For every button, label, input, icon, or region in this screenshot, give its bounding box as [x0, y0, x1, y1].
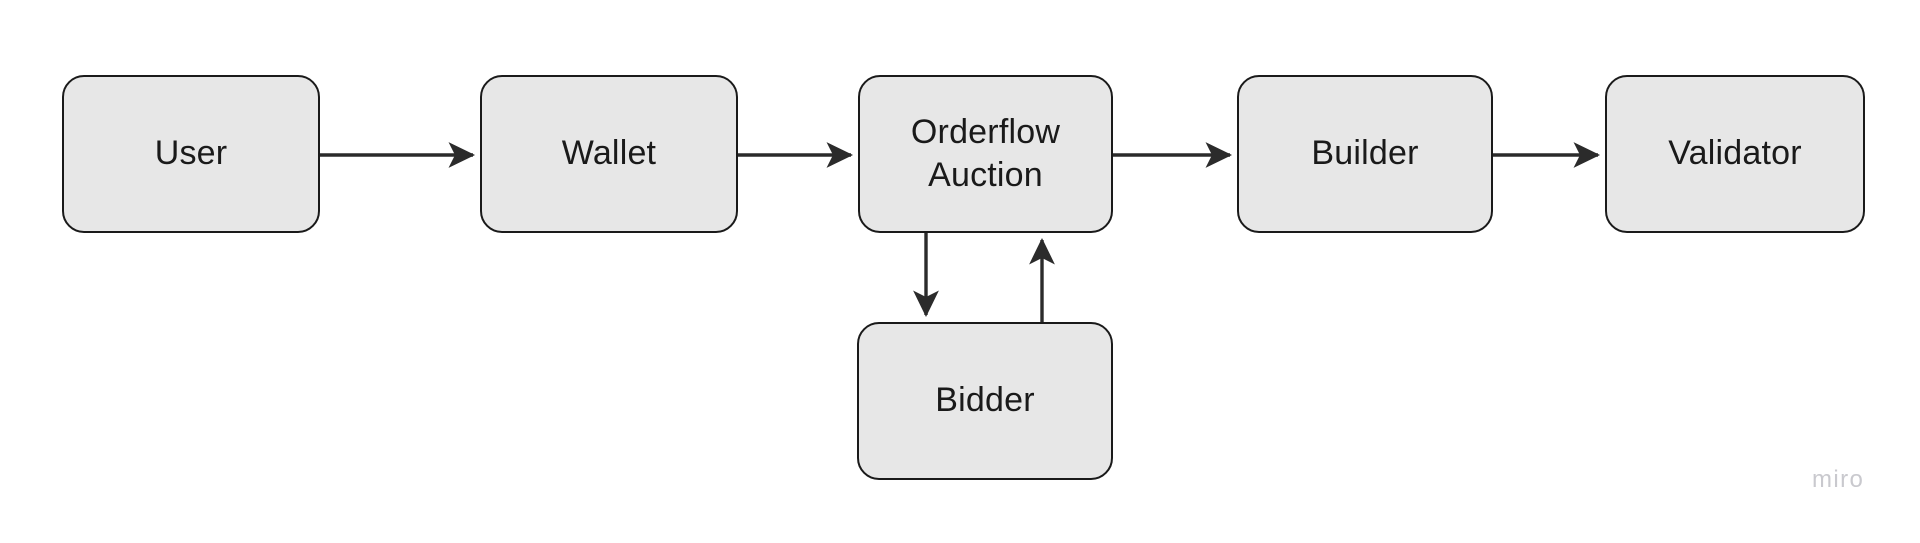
- node-orderflow-auction-label: Orderflow Auction: [910, 112, 1061, 194]
- node-orderflow-auction[interactable]: Orderflow Auction: [858, 75, 1113, 233]
- node-user-label: User: [154, 134, 228, 173]
- miro-watermark: miro: [1812, 466, 1865, 493]
- node-bidder-label: Bidder: [935, 381, 1035, 420]
- node-wallet[interactable]: Wallet: [480, 75, 738, 233]
- node-wallet-label: Wallet: [561, 134, 657, 173]
- node-user[interactable]: User: [62, 75, 320, 233]
- node-validator-label: Validator: [1668, 134, 1802, 173]
- node-builder[interactable]: Builder: [1237, 75, 1493, 233]
- node-builder-label: Builder: [1311, 134, 1419, 173]
- node-bidder[interactable]: Bidder: [857, 322, 1113, 480]
- node-validator[interactable]: Validator: [1605, 75, 1865, 233]
